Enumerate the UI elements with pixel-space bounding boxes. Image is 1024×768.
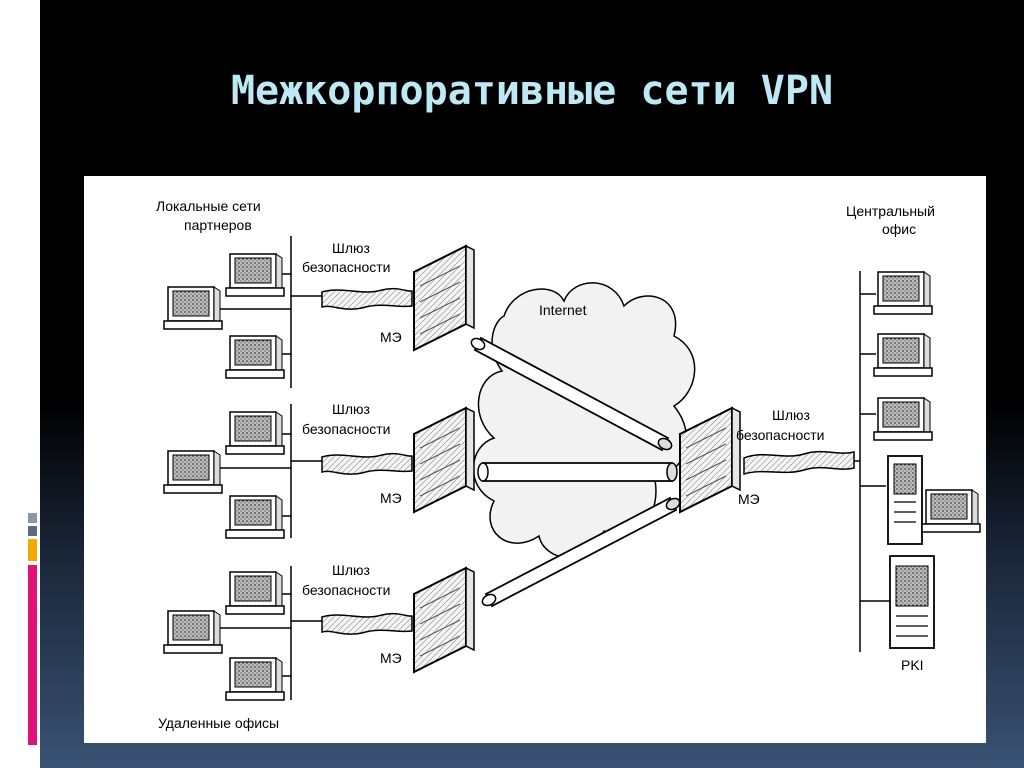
firewall-icon: [413, 407, 475, 513]
accent-bar-gray-2: [28, 526, 37, 536]
vpn-tunnel-top: [470, 336, 673, 452]
computer-icon: [921, 489, 981, 533]
computer-icon: [163, 286, 223, 330]
computer-icon: [225, 411, 285, 455]
accent-bar-gray-1: [28, 513, 37, 523]
vpn-tunnel-bottom: [481, 496, 681, 608]
slide-title: Межкорпоративные сети VPN: [230, 68, 834, 114]
computer-icon: [225, 253, 285, 297]
firewall-label: МЭ: [380, 329, 402, 345]
computer-icon: [873, 397, 933, 441]
gateway-label-2: безопасности: [302, 582, 391, 598]
computer-icon: [225, 657, 285, 701]
central-office-label-2: офис: [882, 221, 916, 237]
gateway-label-1: Шлюз: [332, 240, 370, 256]
pki-server-icon: [889, 555, 935, 649]
gateway-label-2: безопасности: [302, 259, 391, 275]
firewall-label: МЭ: [380, 650, 402, 666]
firewall-icon: [679, 407, 741, 513]
gateway-label-1: Шлюз: [772, 407, 810, 423]
computer-icon: [225, 335, 285, 379]
gateway-label-2: безопасности: [736, 427, 825, 443]
gateway-label-2: безопасности: [302, 421, 391, 437]
partners-lan-label-1: Локальные сети: [156, 198, 261, 214]
firewall-label: МЭ: [380, 490, 402, 506]
computer-icon: [225, 495, 285, 539]
diagram-panel: Internet Локальные сети партнеров Шлюз б…: [84, 176, 986, 743]
accent-bar-pink: [28, 565, 37, 745]
accent-bar-yellow: [28, 539, 37, 561]
security-gateway-icon: [321, 452, 413, 475]
central-office-label-1: Центральный: [846, 203, 935, 219]
partners-lan-label-2: партнеров: [184, 217, 252, 233]
gateway-label-1: Шлюз: [332, 401, 370, 417]
vpn-tunnel-middle: [477, 462, 678, 482]
firewall-label: МЭ: [738, 491, 760, 507]
pki-label: PKI: [901, 657, 924, 673]
central-gateway-icon: [743, 450, 855, 476]
computer-icon: [225, 571, 285, 615]
firewall-icon: [413, 245, 475, 351]
security-gateway-icon: [321, 612, 413, 635]
server-icon: [887, 455, 923, 545]
computer-icon: [873, 333, 933, 377]
computer-icon: [163, 450, 223, 494]
gateway-label-1: Шлюз: [332, 562, 370, 578]
firewall-icon: [413, 567, 475, 673]
computer-icon: [873, 271, 933, 315]
vpn-diagram: Internet Локальные сети партнеров Шлюз б…: [156, 198, 981, 731]
remote-offices-label: Удаленные офисы: [158, 715, 279, 731]
internet-label: Internet: [539, 302, 587, 318]
computer-icon: [163, 610, 223, 654]
security-gateway-icon: [321, 287, 413, 310]
